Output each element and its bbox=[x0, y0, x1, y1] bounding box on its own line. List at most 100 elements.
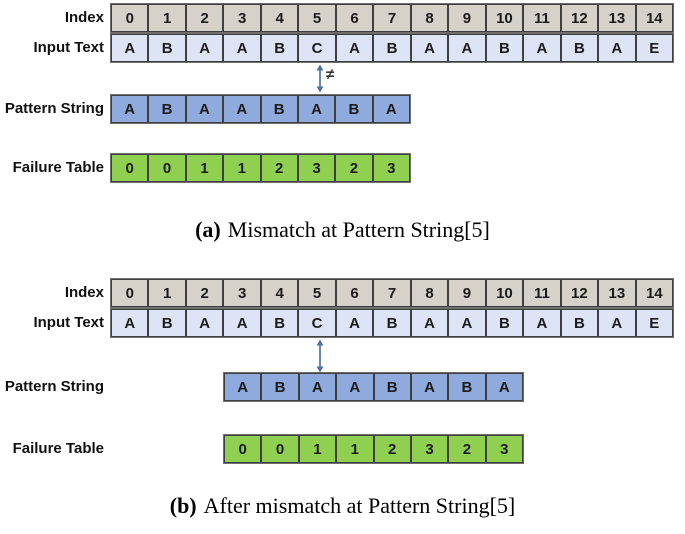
input-text-cell: B bbox=[560, 309, 599, 337]
index-cell: 3 bbox=[223, 4, 261, 32]
index-cell: 11 bbox=[523, 4, 561, 32]
pattern-string-row-label: Pattern String bbox=[4, 378, 104, 395]
pattern-cell: B bbox=[148, 95, 186, 123]
pattern-cell: A bbox=[185, 95, 224, 123]
input-text-cell: A bbox=[448, 34, 486, 62]
index-cell: 6 bbox=[335, 279, 374, 307]
failure-cell: 1 bbox=[185, 154, 224, 182]
not-equal-symbol: ≠ bbox=[326, 66, 335, 83]
input-text-cell: B bbox=[485, 34, 524, 62]
failure-cell: 3 bbox=[485, 435, 523, 463]
input-text-cell: A bbox=[335, 309, 374, 337]
failure-cell: 3 bbox=[410, 435, 449, 463]
input-text-cell: A bbox=[523, 309, 561, 337]
input-text-cell: A bbox=[223, 34, 261, 62]
index-cell: 14 bbox=[635, 4, 674, 32]
failure-cell: 0 bbox=[111, 154, 149, 182]
input-text-cell: A bbox=[185, 309, 224, 337]
input-text-cell: B bbox=[560, 34, 599, 62]
mismatch-arrow bbox=[316, 64, 324, 93]
failure-cell: 1 bbox=[336, 435, 374, 463]
index-cell: 10 bbox=[485, 4, 524, 32]
index-cell: 7 bbox=[373, 4, 411, 32]
failure-cell: 3 bbox=[372, 154, 410, 182]
index-cell: 1 bbox=[148, 279, 186, 307]
failure-cell: 0 bbox=[224, 435, 262, 463]
index-cell: 7 bbox=[373, 279, 411, 307]
index-cell: 12 bbox=[560, 279, 599, 307]
input-text-cell: B bbox=[148, 34, 186, 62]
index-cell: 3 bbox=[223, 279, 261, 307]
input-text-cell: B bbox=[373, 309, 411, 337]
input-text-cell: C bbox=[298, 34, 336, 62]
input-text-cell: A bbox=[185, 34, 224, 62]
input-text-row-label: Input Text bbox=[33, 314, 104, 331]
pattern-cell: B bbox=[373, 373, 411, 401]
input-text-cell: B bbox=[148, 309, 186, 337]
pattern-cell: A bbox=[223, 95, 261, 123]
input-text-cell: A bbox=[410, 309, 449, 337]
index-cell: 8 bbox=[410, 279, 449, 307]
input-text-cell: B bbox=[260, 309, 299, 337]
caption-a-text: Mismatch at Pattern String[5] bbox=[227, 217, 490, 242]
pattern-cell: B bbox=[448, 373, 486, 401]
index-cell: 1 bbox=[148, 4, 186, 32]
index-cell: 12 bbox=[560, 4, 599, 32]
failure-cell: 2 bbox=[260, 154, 298, 182]
input-text-cell: A bbox=[598, 34, 636, 62]
index-cell: 13 bbox=[598, 279, 636, 307]
caption-a-marker: (a) bbox=[195, 217, 221, 242]
index-cell: 6 bbox=[335, 4, 374, 32]
index-cell: 14 bbox=[635, 279, 674, 307]
input-text-cell: A bbox=[111, 309, 149, 337]
input-text-cell: A bbox=[223, 309, 261, 337]
input-text-cell: A bbox=[410, 34, 449, 62]
input-text-cell: B bbox=[260, 34, 299, 62]
input-text-cell: C bbox=[298, 309, 336, 337]
failure-cell: 3 bbox=[297, 154, 336, 182]
index-cell: 11 bbox=[523, 279, 561, 307]
index-cell: 9 bbox=[448, 4, 486, 32]
pattern-cell: A bbox=[485, 373, 523, 401]
caption-a: (a)Mismatch at Pattern String[5] bbox=[0, 217, 685, 243]
failure-cell: 2 bbox=[373, 435, 411, 463]
index-cell: 5 bbox=[298, 279, 336, 307]
failure-table-row-label: Failure Table bbox=[12, 440, 104, 457]
caption-b-marker: (b) bbox=[169, 493, 197, 518]
shift-arrow bbox=[316, 339, 324, 373]
failure-cell: 0 bbox=[261, 435, 299, 463]
index-cell: 9 bbox=[448, 279, 486, 307]
index-cell: 5 bbox=[298, 4, 336, 32]
pattern-cell: B bbox=[261, 373, 299, 401]
pattern-cell: A bbox=[410, 373, 449, 401]
caption-b-text: After mismatch at Pattern String[5] bbox=[203, 493, 516, 518]
pattern-cell: A bbox=[298, 373, 337, 401]
pattern-cell: A bbox=[372, 95, 410, 123]
input-text-cell: B bbox=[373, 34, 411, 62]
failure-cell: 1 bbox=[298, 435, 337, 463]
pattern-cell: A bbox=[111, 95, 149, 123]
index-cell: 2 bbox=[185, 279, 224, 307]
failure-table-row-label: Failure Table bbox=[12, 159, 104, 176]
input-text-cell: A bbox=[523, 34, 561, 62]
input-text-cell: E bbox=[635, 34, 674, 62]
index-row-label: Index bbox=[64, 9, 104, 26]
index-cell: 0 bbox=[111, 4, 149, 32]
index-cell: 2 bbox=[185, 4, 224, 32]
input-text-cell: A bbox=[448, 309, 486, 337]
failure-cell: 0 bbox=[148, 154, 186, 182]
pattern-string-row-label: Pattern String bbox=[4, 100, 104, 117]
index-cell: 8 bbox=[410, 4, 449, 32]
pattern-cell: A bbox=[224, 373, 262, 401]
input-text-cell: A bbox=[598, 309, 636, 337]
failure-cell: 1 bbox=[223, 154, 261, 182]
input-text-cell: E bbox=[635, 309, 674, 337]
input-text-row-label: Input Text bbox=[33, 39, 104, 56]
